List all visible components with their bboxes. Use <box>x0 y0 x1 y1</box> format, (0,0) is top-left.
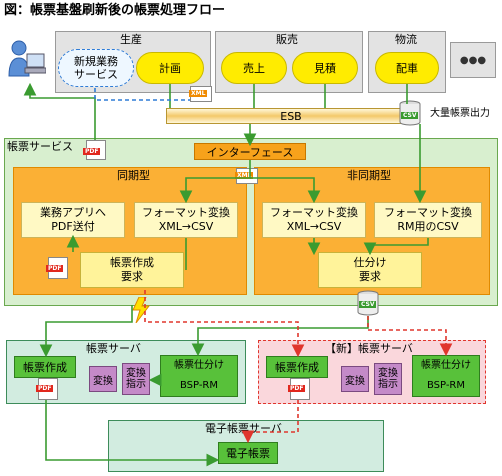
henkan-new-label: 変換 <box>345 375 365 387</box>
fmt-async1-box[interactable]: フォーマット変換 XML→CSV <box>262 202 366 238</box>
shiwake-old-label: 帳票仕分け BSP-RM <box>174 360 224 391</box>
server-new-label: 【新】帳票サーバ <box>325 342 413 355</box>
csv-tag-top: CSV <box>401 112 419 119</box>
new-service-label: 新規業務 サービス <box>74 54 118 81</box>
sakusei-old-label: 帳票作成 <box>23 361 67 374</box>
lightning-icon <box>130 296 152 324</box>
xml-tag-top: XML <box>189 90 208 97</box>
keikaku-label: 計画 <box>159 62 181 75</box>
henkan-shiji-new-box[interactable]: 変換 指示 <box>374 363 402 395</box>
fmt-sync-label: フォーマット変換 XML→CSV <box>142 206 230 233</box>
gyomu-pdf-label: 業務アプリへ PDF送付 <box>40 206 106 233</box>
keikaku-oval[interactable]: 計画 <box>136 52 204 84</box>
sakusei-req-label: 帳票作成 要求 <box>110 256 154 283</box>
cho-service-label: 帳票サービス <box>7 140 73 153</box>
henkan-shiji-old-label: 変換 指示 <box>126 368 146 390</box>
fmt-sync-box[interactable]: フォーマット変換 XML→CSV <box>134 202 238 238</box>
denshi-label: 電子帳票 <box>226 447 270 460</box>
sakusei-new-label: 帳票作成 <box>275 361 319 374</box>
sakusei-req-box[interactable]: 帳票作成 要求 <box>80 252 184 288</box>
haisha-oval[interactable]: 配車 <box>375 52 439 84</box>
henkan-old-box[interactable]: 変換 <box>89 366 117 392</box>
more-dots: ●●● <box>459 54 487 66</box>
shiwake-new-box[interactable]: 帳票仕分け BSP-RM <box>412 355 480 397</box>
hanbai-label: 販売 <box>276 33 298 46</box>
pdf-tag-service: PDF <box>83 148 101 155</box>
sakusei-new-box[interactable]: 帳票作成 <box>266 356 328 378</box>
uriage-oval[interactable]: 売上 <box>221 52 287 84</box>
esb-label: ESB <box>280 109 302 123</box>
fmt-async2-box[interactable]: フォーマット変換 RM用のCSV <box>374 202 482 238</box>
fmt-async1-label: フォーマット変換 XML→CSV <box>270 206 358 233</box>
shiwake-req-box[interactable]: 仕分け 要求 <box>318 252 422 288</box>
interface-bar[interactable]: インターフェース <box>194 143 306 160</box>
butsuryu-label: 物流 <box>395 33 417 46</box>
mitsumori-oval[interactable]: 見積 <box>292 52 358 84</box>
shiwake-req-label: 仕分け 要求 <box>353 256 387 283</box>
shiwake-old-box[interactable]: 帳票仕分け BSP-RM <box>160 355 238 397</box>
interface-label: インターフェース <box>206 145 294 159</box>
mitsumori-label: 見積 <box>314 62 336 75</box>
henkan-old-label: 変換 <box>93 375 113 387</box>
haisha-label: 配車 <box>396 62 418 75</box>
uriage-label: 売上 <box>243 62 265 75</box>
diagram-title: 図：帳票基盤刷新後の帳票処理フロー <box>4 3 226 18</box>
pdf-tag-new: PDF <box>288 385 306 392</box>
user-icon <box>6 36 47 82</box>
gyomu-pdf-box[interactable]: 業務アプリへ PDF送付 <box>21 202 125 238</box>
sync-label: 同期型 <box>117 169 150 182</box>
new-service-oval[interactable]: 新規業務 サービス <box>58 49 134 87</box>
fmt-async2-label: フォーマット変換 RM用のCSV <box>384 206 472 233</box>
henkan-new-box[interactable]: 変換 <box>341 366 369 392</box>
more-group: ●●● <box>450 42 496 78</box>
henkan-shiji-new-label: 変換 指示 <box>378 368 398 390</box>
pdf-tag-sync: PDF <box>46 265 64 272</box>
async-label: 非同期型 <box>347 169 391 182</box>
seisan-label: 生産 <box>120 33 142 46</box>
arrow-to-user <box>23 82 96 140</box>
henkan-shiji-old-box[interactable]: 変換 指示 <box>122 363 150 395</box>
sakusei-old-box[interactable]: 帳票作成 <box>14 356 76 378</box>
pdf-tag-old: PDF <box>36 385 54 392</box>
shiwake-new-label: 帳票仕分け BSP-RM <box>421 360 471 391</box>
xml-tag-mid: XML <box>235 172 254 179</box>
denshi-box[interactable]: 電子帳票 <box>218 442 278 464</box>
csv-tag-bottom: CSV <box>359 301 377 308</box>
server-old-label: 帳票サーバ <box>86 342 141 355</box>
esb-bar[interactable]: ESB <box>166 108 416 124</box>
denshi-server-label: 電子帳票サーバ <box>205 422 282 435</box>
bulk-output-label: 大量帳票出力 <box>430 108 490 119</box>
